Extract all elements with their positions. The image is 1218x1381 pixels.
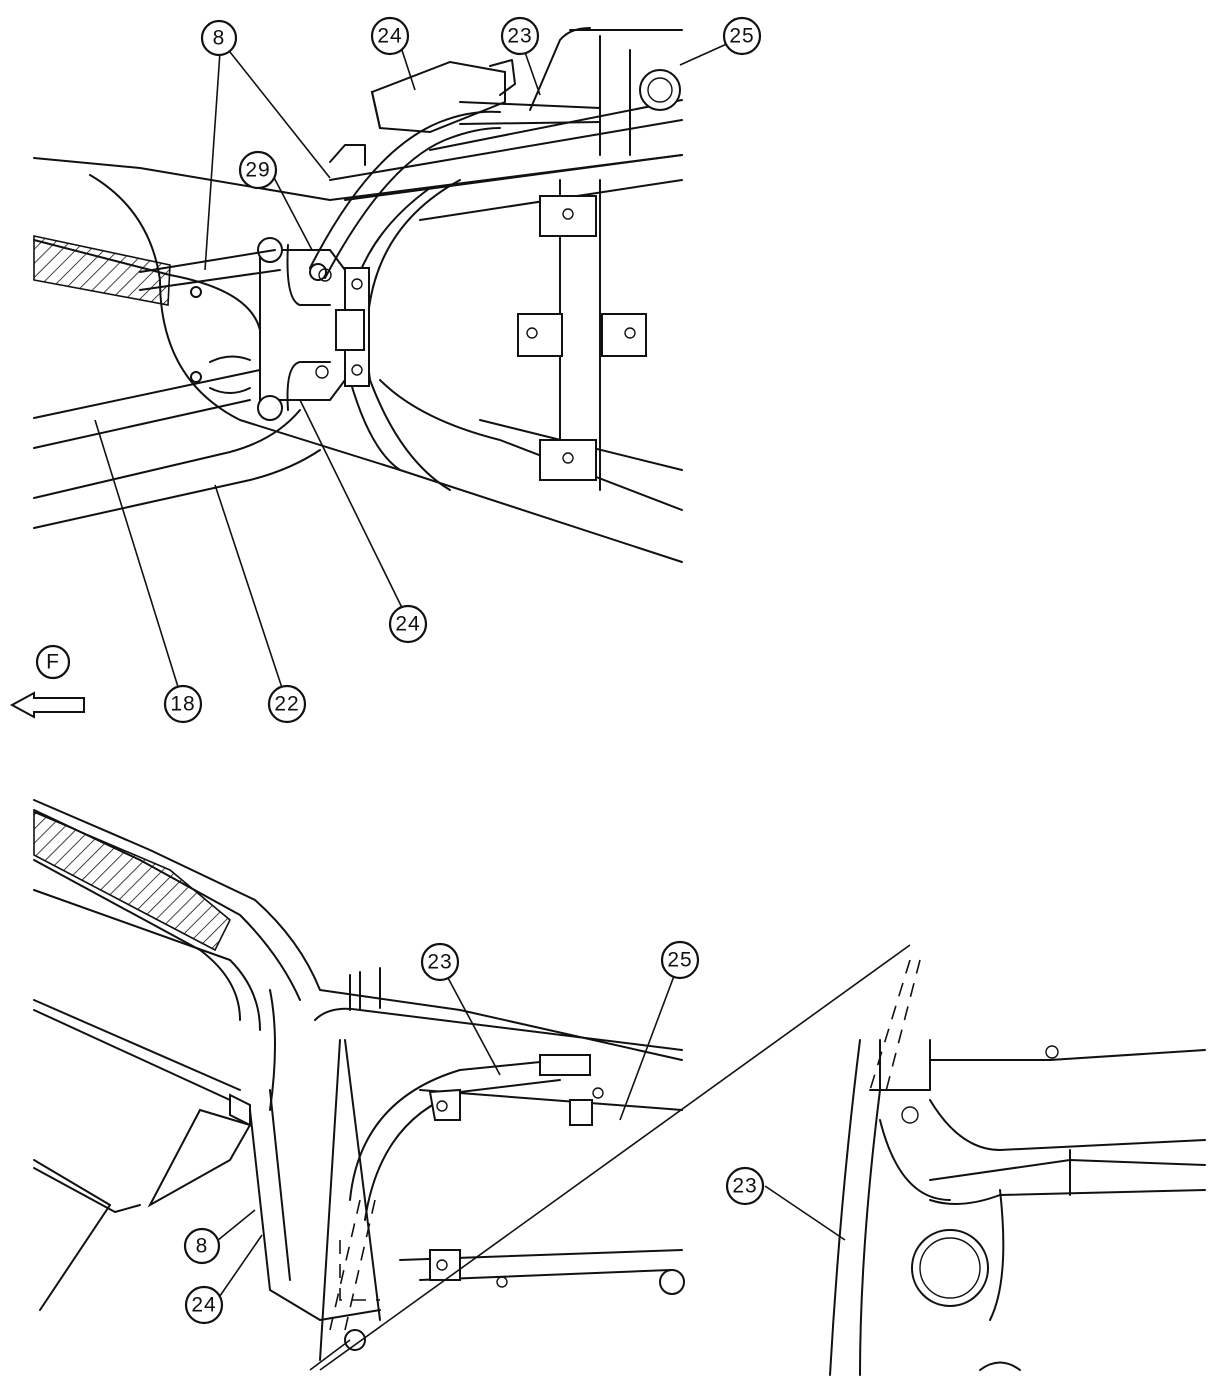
callout-label: 23 <box>507 25 532 48</box>
callout-25-top: 25 <box>722 16 762 56</box>
callout-24-mid: 24 <box>388 604 428 644</box>
callout-label: 18 <box>170 693 195 716</box>
callout-label: 24 <box>191 1294 216 1317</box>
callout-23-detail: 23 <box>725 1166 765 1206</box>
direction-marker: F <box>9 644 85 719</box>
callout-label: 8 <box>196 1235 209 1258</box>
callout-23-bottom: 23 <box>420 942 460 982</box>
top-view <box>33 27 683 563</box>
detail-view <box>829 959 1206 1376</box>
callout-22: 22 <box>267 684 307 724</box>
callout-8-bottom: 8 <box>183 1227 221 1265</box>
callout-18: 18 <box>163 684 203 724</box>
leader-lines <box>94 37 846 1307</box>
callout-24-top: 24 <box>370 16 410 56</box>
callout-24-bottom: 24 <box>184 1285 224 1325</box>
callout-23-top: 23 <box>500 16 540 56</box>
callout-label: 24 <box>377 25 402 48</box>
direction-label: F <box>46 651 60 674</box>
callout-label: 8 <box>213 27 226 50</box>
arrow-left-icon <box>9 691 85 719</box>
callout-label: 25 <box>667 949 692 972</box>
side-view <box>33 799 685 1361</box>
callout-29: 29 <box>238 150 278 190</box>
callout-8-top: 8 <box>200 19 238 57</box>
callout-label: 22 <box>274 693 299 716</box>
callout-label: 23 <box>732 1175 757 1198</box>
detail-projection-line-lower <box>309 1339 351 1371</box>
detail-projection-line <box>319 944 911 1371</box>
callout-label: 25 <box>729 25 754 48</box>
callout-label: 23 <box>427 951 452 974</box>
callout-25-bottom: 25 <box>660 940 700 980</box>
callout-label: 24 <box>395 613 420 636</box>
callout-label: 29 <box>245 159 270 182</box>
